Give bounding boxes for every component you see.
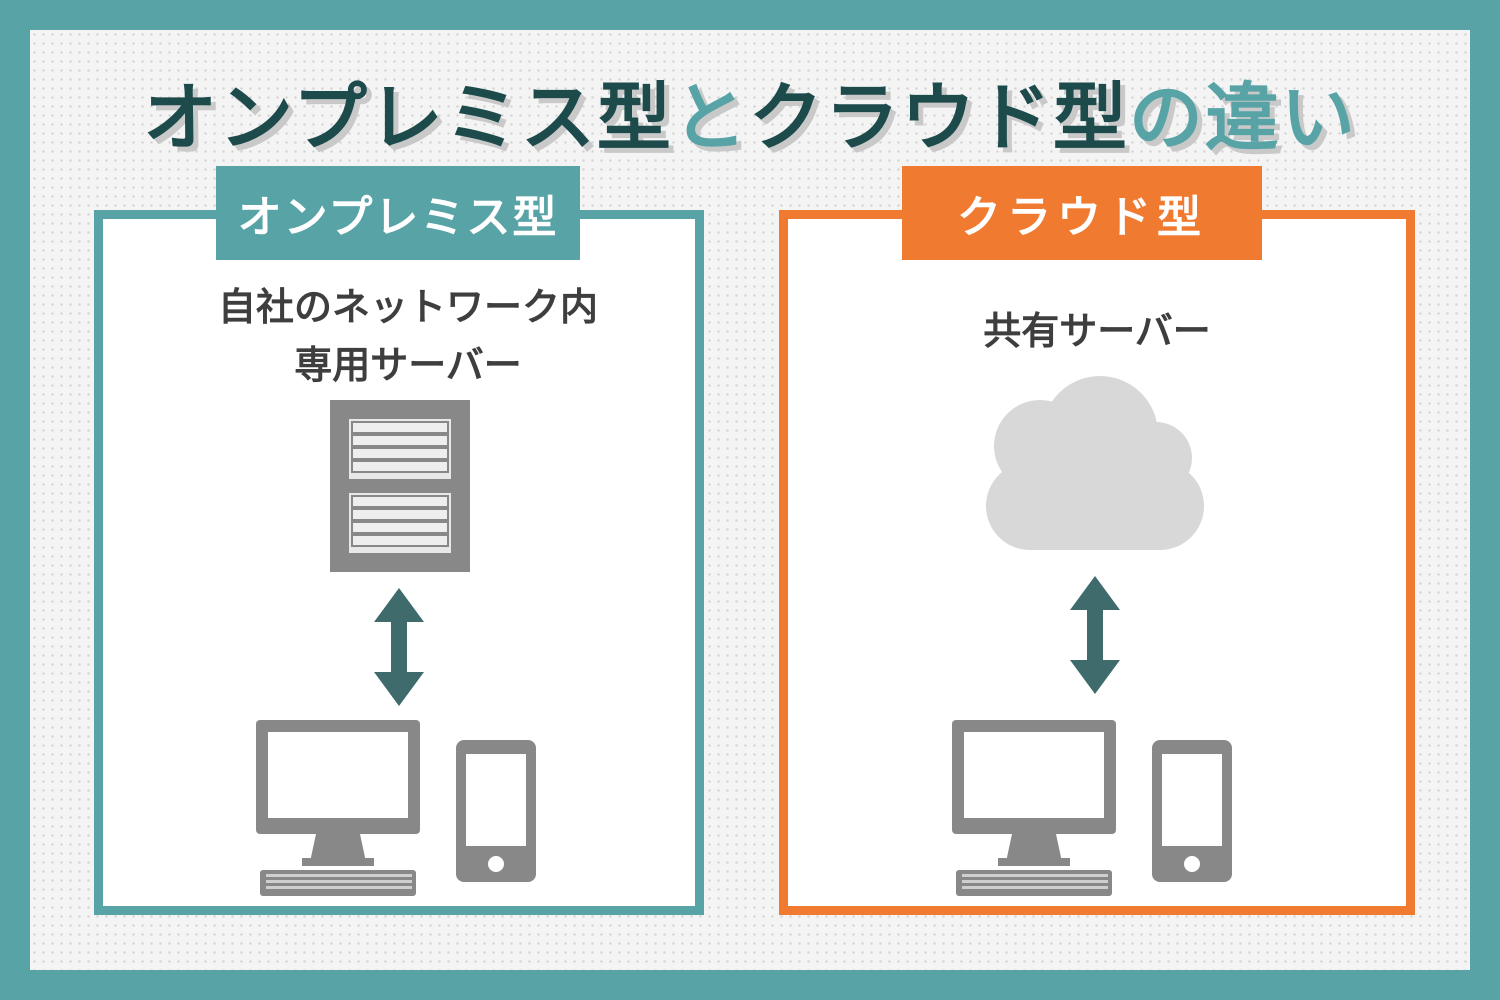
onpremise-caption: 自社のネットワーク内 専用サーバー — [94, 278, 722, 394]
title-part-difference: の違い — [1128, 75, 1357, 161]
smartphone-icon — [456, 740, 536, 882]
cloud-icon — [986, 376, 1204, 550]
title-part-and: と — [672, 75, 749, 161]
onpremise-caption-line1: 自社のネットワーク内 — [217, 285, 598, 329]
smartphone-icon — [1152, 740, 1232, 882]
onpremise-caption-line2: 専用サーバー — [294, 343, 522, 387]
server-icon — [330, 400, 470, 572]
page-title: オンプレミス型とクラウド型の違い — [0, 58, 1500, 165]
double-arrow-icon — [1070, 576, 1120, 694]
desktop-computer-icon — [256, 720, 420, 896]
desktop-computer-icon — [952, 720, 1116, 896]
cloud-caption: 共有サーバー — [983, 309, 1211, 353]
title-part-cloud: クラウド型 — [748, 75, 1129, 161]
cloud-tab: クラウド型 — [902, 166, 1262, 260]
onpremise-tab: オンプレミス型 — [216, 166, 580, 260]
double-arrow-icon — [374, 588, 424, 706]
title-part-onpremise: オンプレミス型 — [143, 75, 673, 161]
